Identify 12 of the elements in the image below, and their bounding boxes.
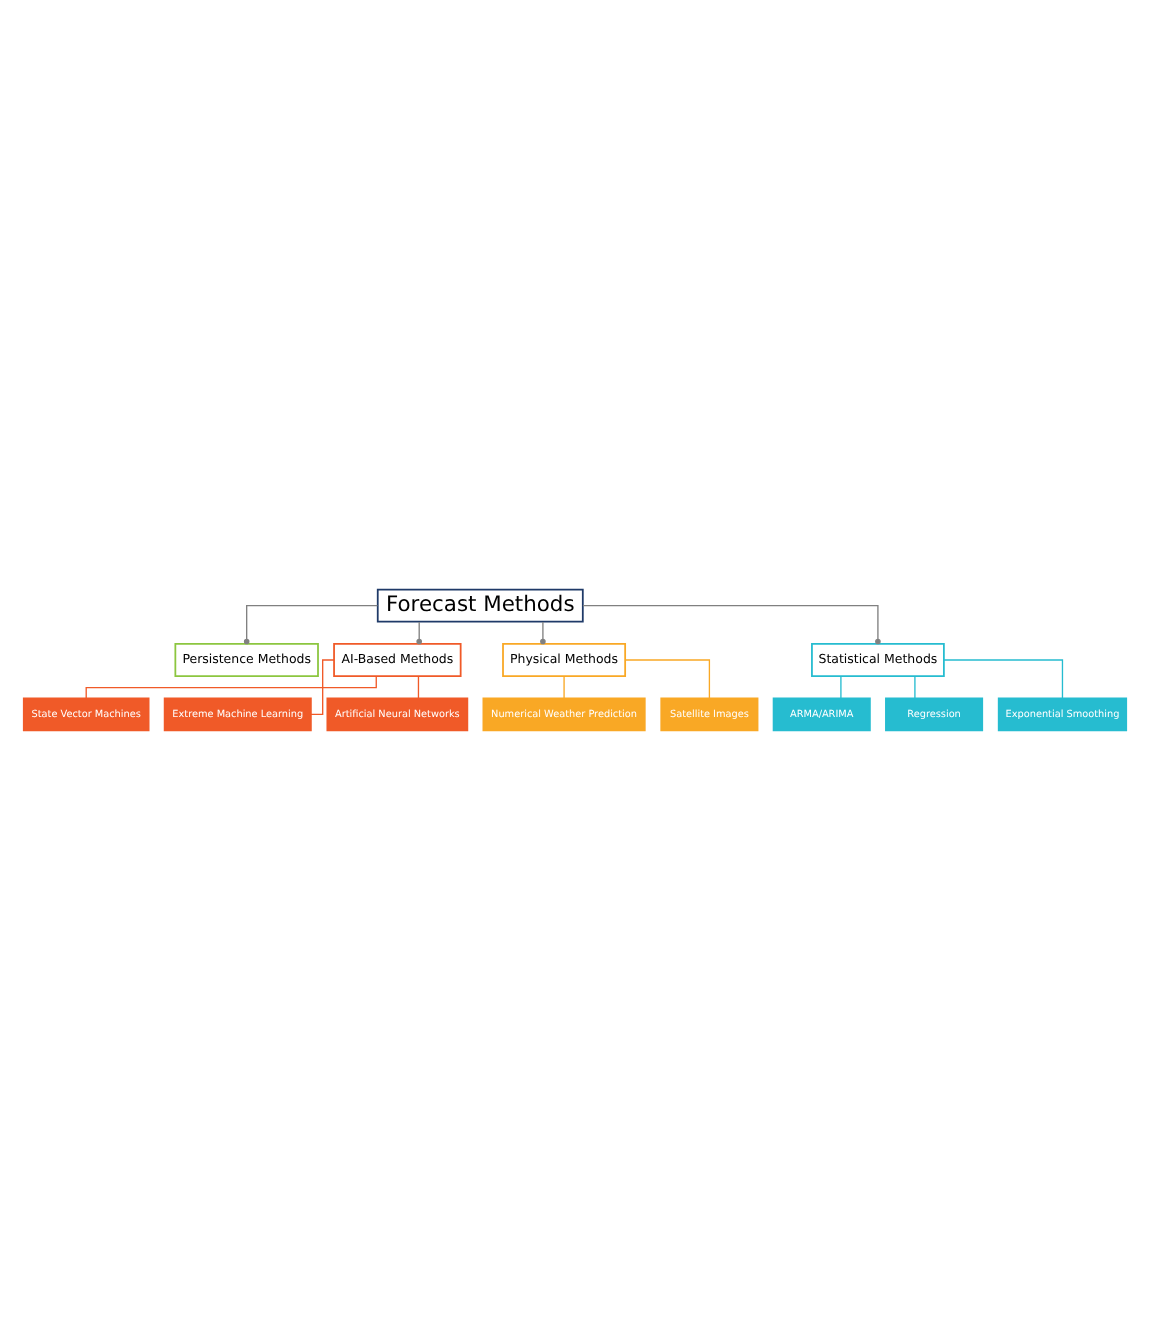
connector [582, 603, 881, 644]
node-box: Forecast Methods [376, 587, 584, 622]
connector [540, 620, 546, 644]
connector [943, 658, 1064, 698]
connector [840, 674, 842, 698]
connector [85, 674, 377, 698]
connector [914, 674, 916, 698]
connector [624, 658, 711, 698]
connector [563, 674, 565, 698]
connector [243, 603, 379, 644]
connector [417, 674, 420, 698]
connector [310, 658, 335, 715]
